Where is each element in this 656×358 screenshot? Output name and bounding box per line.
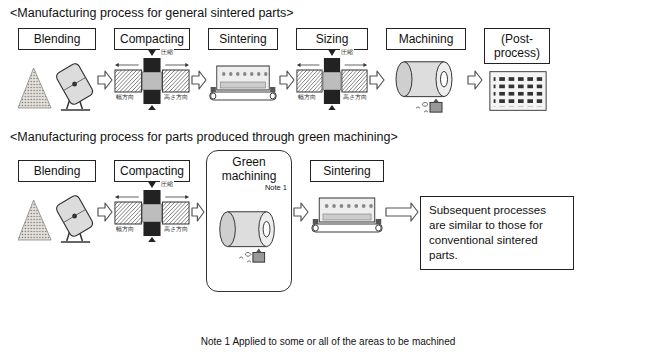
direction-label: 幅方向 bbox=[297, 94, 317, 101]
direction-label: 高さ方向 bbox=[163, 226, 189, 233]
process-label: Sintering bbox=[208, 28, 278, 50]
process-column: Compacting bbox=[114, 28, 190, 123]
flow-arrow bbox=[98, 71, 112, 89]
flow-arrow bbox=[386, 203, 418, 221]
direction-label: 高さ方向 bbox=[163, 94, 189, 101]
footnote: Note 1 Applied to some or all of the are… bbox=[0, 336, 656, 347]
process-column: Machining bbox=[386, 28, 466, 123]
process-box: Subsequent processes are similar to thos… bbox=[420, 196, 574, 270]
direction-label: 高さ方向 bbox=[342, 94, 368, 101]
lathe-illustration bbox=[396, 62, 452, 112]
flow-arrow bbox=[192, 203, 204, 221]
process-column: Sintering bbox=[208, 28, 278, 123]
process-column: Compacting bbox=[114, 160, 190, 255]
process-label: Green machining bbox=[211, 155, 287, 183]
process-column: (Post- process) bbox=[484, 28, 550, 123]
process-label: Compacting bbox=[114, 28, 190, 50]
direction-label: 圧縮 bbox=[340, 49, 354, 56]
blender-illustration bbox=[18, 62, 94, 110]
flow-arrow bbox=[294, 203, 308, 221]
press-illustration bbox=[115, 50, 189, 110]
flow-arrow bbox=[192, 71, 206, 89]
process-label: Compacting bbox=[114, 160, 190, 182]
furnace-illustration bbox=[210, 66, 277, 100]
process-label: Blending bbox=[18, 28, 96, 50]
process-column: Blending bbox=[18, 160, 96, 255]
press-illustration bbox=[297, 50, 367, 110]
direction-label: 圧縮 bbox=[160, 49, 174, 56]
process-column: Sizing bbox=[296, 28, 368, 123]
blender-illustration bbox=[18, 194, 94, 242]
process-label: Blending bbox=[18, 160, 96, 182]
diagram-title: <Manufacturing process for general sinte… bbox=[10, 7, 294, 21]
process-column: Sintering bbox=[310, 160, 384, 255]
process-rounded-box: Green machiningNote 1 bbox=[206, 150, 292, 292]
direction-label: 幅方向 bbox=[115, 226, 135, 233]
flow-arrow bbox=[468, 71, 482, 89]
note-marker: Note 1 bbox=[211, 183, 287, 192]
flow-arrow bbox=[370, 71, 384, 89]
press-illustration bbox=[115, 182, 189, 242]
process-column: Blending bbox=[18, 28, 96, 123]
flow-arrow bbox=[98, 203, 112, 221]
flow-arrow bbox=[280, 71, 294, 89]
process-label: Machining bbox=[386, 28, 466, 50]
process-label: (Post- process) bbox=[484, 28, 550, 64]
lathe-illustration bbox=[220, 212, 275, 262]
furnace-illustration bbox=[312, 198, 382, 232]
process-label: Subsequent processes are similar to thos… bbox=[429, 203, 565, 263]
process-label: Sizing bbox=[296, 28, 368, 50]
section-heading: <Manufacturing process for parts produce… bbox=[10, 131, 398, 145]
tray-illustration bbox=[490, 72, 546, 111]
direction-label: 圧縮 bbox=[160, 181, 174, 188]
direction-label: 幅方向 bbox=[115, 94, 135, 101]
process-label: Sintering bbox=[310, 160, 384, 182]
